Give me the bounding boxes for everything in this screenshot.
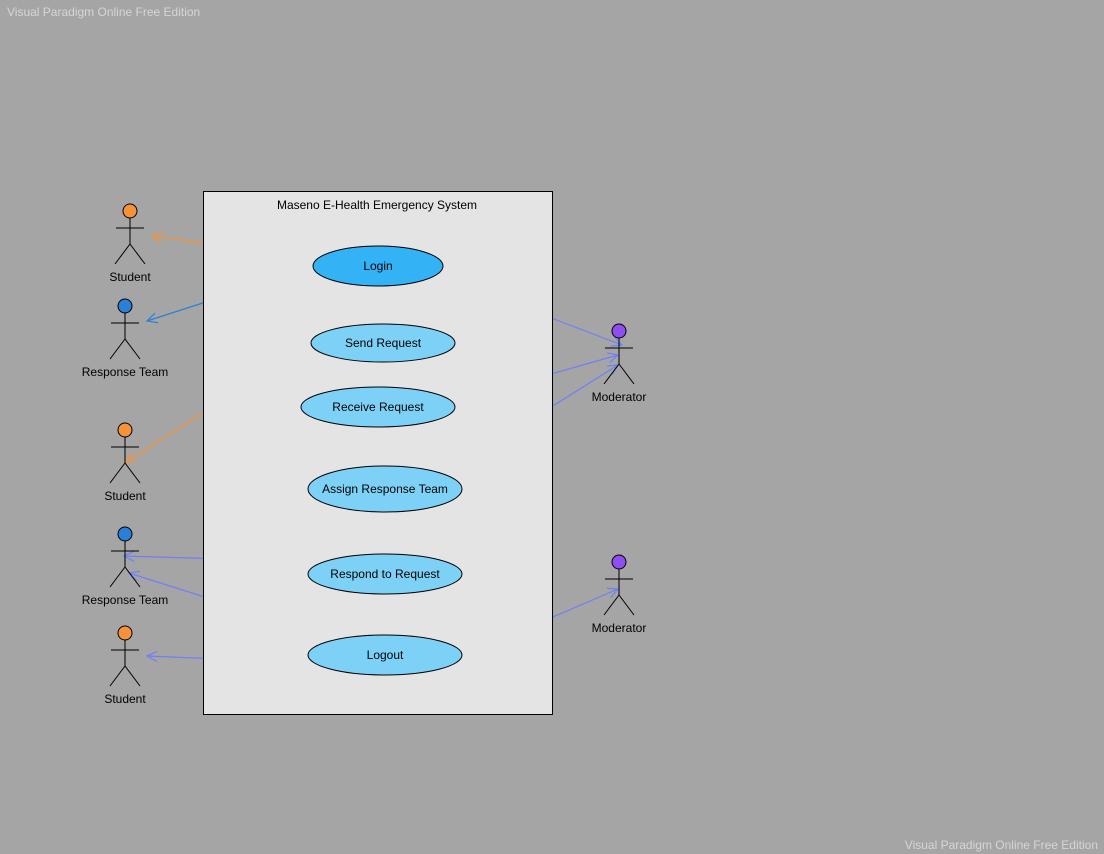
actor-response-team-1[interactable]: Response Team bbox=[82, 298, 169, 379]
actor-student-2[interactable]: Student bbox=[104, 422, 146, 503]
use-case-ellipse[interactable] bbox=[307, 634, 463, 676]
watermark-bottom: Visual Paradigm Online Free Edition bbox=[904, 838, 1098, 852]
use-case-label: Receive Request bbox=[332, 400, 424, 414]
use-case-ellipse[interactable] bbox=[300, 386, 456, 428]
use-case-ellipse[interactable] bbox=[307, 465, 463, 513]
stick-figure-icon bbox=[603, 323, 635, 385]
use-case-assign-response-team[interactable]: Assign Response Team bbox=[307, 465, 463, 513]
actor-label: Response Team bbox=[82, 365, 169, 379]
actor-head bbox=[117, 625, 133, 641]
actor-label: Moderator bbox=[592, 621, 647, 635]
stick-figure-icon bbox=[109, 526, 141, 588]
actor-student-3[interactable]: Student bbox=[104, 625, 146, 706]
use-case-respond-to-request[interactable]: Respond to Request bbox=[307, 553, 463, 595]
use-case-send-request[interactable]: Send Request bbox=[310, 323, 456, 363]
actor-moderator-2[interactable]: Moderator bbox=[592, 554, 647, 635]
use-case-label: Logout bbox=[367, 648, 404, 662]
actor-moderator-1[interactable]: Moderator bbox=[592, 323, 647, 404]
use-case-ellipse[interactable] bbox=[312, 245, 444, 287]
actor-head bbox=[611, 323, 627, 339]
use-case-label: Login bbox=[363, 259, 392, 273]
use-case-login[interactable]: Login bbox=[312, 245, 444, 287]
use-case-label: Respond to Request bbox=[330, 567, 440, 581]
system-title: Maseno E-Health Emergency System bbox=[277, 198, 477, 212]
use-case-ellipse[interactable] bbox=[310, 323, 456, 363]
use-case-label: Send Request bbox=[345, 336, 422, 350]
stick-figure-icon bbox=[114, 203, 146, 265]
use-case-receive-request[interactable]: Receive Request bbox=[300, 386, 456, 428]
actor-head bbox=[611, 554, 627, 570]
actor-label: Student bbox=[104, 489, 146, 503]
watermark-top: Visual Paradigm Online Free Edition bbox=[7, 5, 201, 19]
stick-figure-icon bbox=[603, 554, 635, 616]
use-case-logout[interactable]: Logout bbox=[307, 634, 463, 676]
actor-head bbox=[117, 526, 133, 542]
actor-head bbox=[122, 203, 138, 219]
actor-label: Response Team bbox=[82, 593, 169, 607]
actor-head bbox=[117, 298, 133, 314]
stick-figure-icon bbox=[109, 625, 141, 687]
stick-figure-icon bbox=[109, 422, 141, 484]
actor-head bbox=[117, 422, 133, 438]
actor-label: Moderator bbox=[592, 390, 647, 404]
actor-response-team-2[interactable]: Response Team bbox=[82, 526, 169, 607]
use-case-ellipse[interactable] bbox=[307, 553, 463, 595]
use-case-label: Assign Response Team bbox=[322, 482, 448, 496]
actor-label: Student bbox=[104, 692, 146, 706]
stick-figure-icon bbox=[109, 298, 141, 360]
actor-label: Student bbox=[109, 270, 151, 284]
actor-student-1[interactable]: Student bbox=[109, 203, 151, 284]
